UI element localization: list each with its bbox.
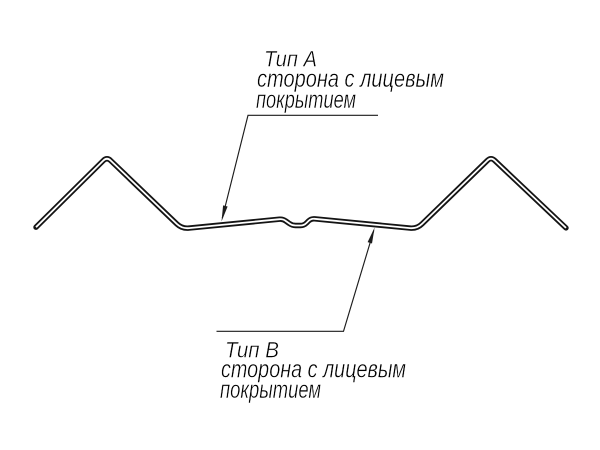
svg-text:покрытием: покрытием	[256, 86, 356, 114]
svg-text:сторона с лицевым: сторона с лицевым	[221, 356, 406, 384]
svg-text:сторона с лицевым: сторона с лицевым	[257, 65, 444, 93]
svg-text:Тип А: Тип А	[264, 47, 317, 72]
svg-text:покрытием: покрытием	[220, 376, 321, 404]
svg-text:Тип В: Тип В	[225, 338, 279, 363]
